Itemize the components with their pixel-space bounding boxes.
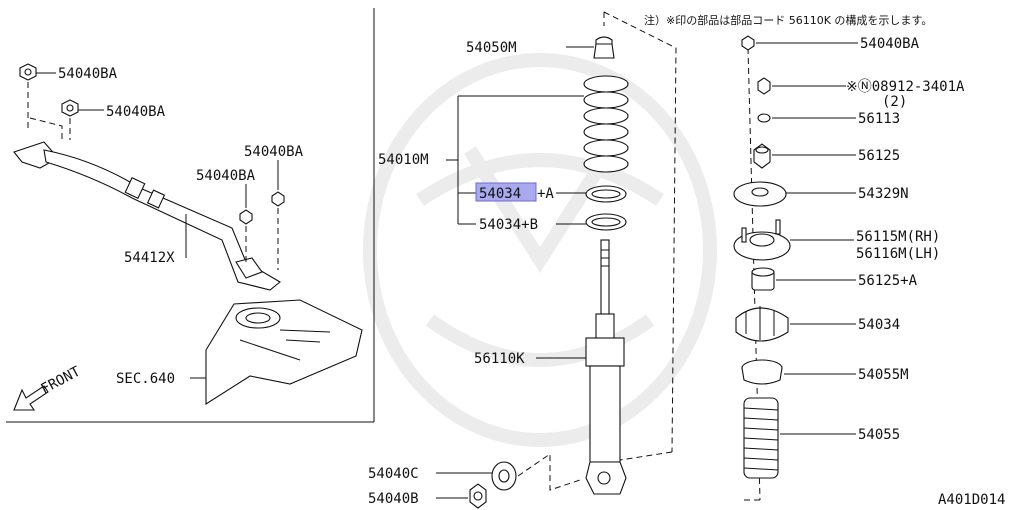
label-56115m[interactable]: 56115M(RH) [856,229,940,245]
bushing-nut-56125[interactable] [753,143,771,169]
label-08912-3401a[interactable]: ※Ⓝ08912-3401A [846,79,965,95]
bushing-56125a[interactable] [751,267,775,291]
label-54040ba-top[interactable]: 54040BA [860,36,920,52]
spring-seat-54034b[interactable] [585,213,627,231]
nut-54040ba-a[interactable] [19,63,37,81]
watermark-emblem [363,53,717,447]
strut-56110k[interactable] [585,239,627,495]
label-54055m[interactable]: 54055M [858,367,909,383]
mount-plate-54329n[interactable] [733,181,787,207]
dust-boot-54055[interactable] [743,397,779,479]
nut-54040ba-b[interactable] [61,99,79,117]
label-54034-suffix-a[interactable]: +A [537,186,554,202]
nut-54040ba-d[interactable] [271,191,285,207]
spring-seat-54034a[interactable] [585,185,627,203]
label-08912-qty: (2) [882,94,907,110]
label-54329n[interactable]: 54329N [858,186,909,202]
label-56116m[interactable]: 56116M(LH) [856,246,940,262]
label-56113[interactable]: 56113 [858,111,900,127]
label-54040ba-b[interactable]: 54040BA [106,104,166,120]
strut-mount-56115m[interactable] [733,219,791,261]
nut-54040ba-c[interactable] [239,209,253,225]
label-54050m[interactable]: 54050M [466,40,517,56]
front-arrow-icon [13,385,49,411]
diagram-id: A401D014 [938,492,1005,508]
label-54010m[interactable]: 54010M [378,152,429,168]
label-56110k[interactable]: 56110K [474,351,525,367]
label-54034b[interactable]: 54034+B [479,217,538,233]
label-54040c[interactable]: 54040C [368,466,419,482]
spring-seat-54034[interactable] [735,306,789,342]
label-54040b[interactable]: 54040B [368,491,419,507]
coil-spring[interactable] [583,75,629,173]
label-54040ba-a[interactable]: 54040BA [58,66,118,82]
label-54040ba-d[interactable]: 54040BA [244,144,304,160]
label-54412x[interactable]: 54412X [124,250,175,266]
stabilizer-bar-54412x[interactable] [13,141,281,291]
label-56125a[interactable]: 56125+A [858,273,918,289]
washer-54040c[interactable] [491,461,517,491]
bumper-cup-54055m[interactable] [741,359,783,385]
label-54040ba-c[interactable]: 54040BA [196,168,256,184]
nut-54040ba-top[interactable] [741,35,755,51]
bump-stopper-54050m[interactable] [593,36,615,59]
label-54034-code[interactable]: 54034 [479,186,521,202]
label-56125[interactable]: 56125 [858,148,900,164]
left-panel-frame [6,8,375,423]
label-54034[interactable]: 54034 [858,317,900,333]
nut-54040b[interactable] [469,483,487,509]
note-text: 注）※印の部品は部品コード 56110K の構成を示します。 [644,13,932,27]
body-section-640[interactable] [205,299,363,406]
label-sec-640[interactable]: SEC.640 [116,371,175,387]
nut-08912-3401a[interactable] [757,77,771,95]
label-54055[interactable]: 54055 [858,427,900,443]
washer-56113[interactable] [757,113,771,123]
highlight-54034a [475,182,537,202]
front-label: FRONT [38,363,83,397]
